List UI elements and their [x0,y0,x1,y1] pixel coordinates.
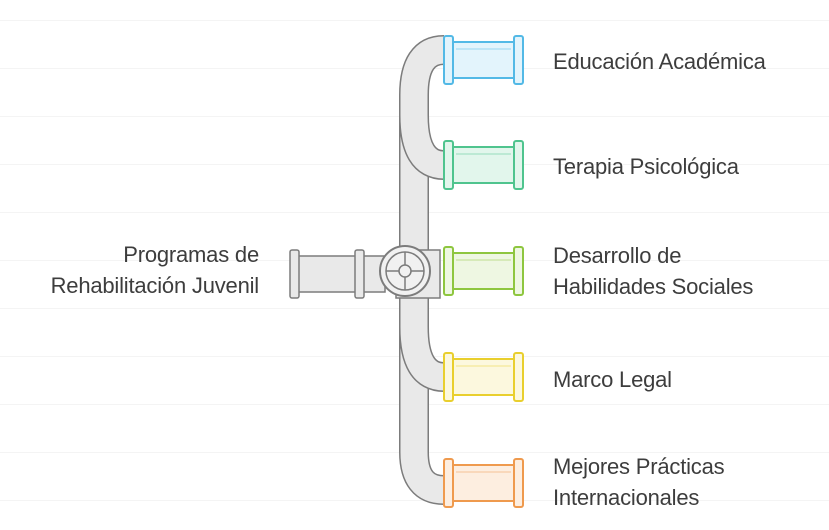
outlet-pipe-body [443,358,521,396]
outlet-flange-right [513,246,524,296]
trunk-pipe [400,36,446,504]
outlet-pipe-body [443,464,521,502]
outlet-pipe-body [443,41,521,79]
source-label: Programas de Rehabilitación Juvenil [50,239,260,301]
outlet-pipe-5 [443,458,524,508]
outlet-flange-left [443,352,454,402]
outlet-pipe-body [443,252,521,290]
outlet-pipe-4 [443,352,524,402]
branch-label-line1: Marco Legal [553,367,672,392]
branch-label-line2: Internacionales [553,485,700,510]
source-label-line2: Rehabilitación Juvenil [50,273,260,298]
pipe-network [289,35,446,505]
source-label-line1: Programas de [123,242,259,267]
outlet-flange-left [443,246,454,296]
branch-label-mejores-practicas: Mejores Prácticas Internacionales [553,451,725,513]
outlet-flange-right [513,352,524,402]
outlet-flange-left [443,35,454,85]
outlet-flange-left [443,458,454,508]
branch-label-habilidades: Desarrollo de Habilidades Sociales [553,240,753,302]
branch-label-line1: Desarrollo de [553,243,682,268]
outlet-pipe-body [443,146,521,184]
outlet-pipe-1 [443,35,524,85]
outlet-flange-right [513,458,524,508]
valve-hub [398,264,412,278]
branch-label-line1: Terapia Psicológica [553,154,739,179]
branch-elbow [400,326,446,391]
outlet-pipe-3 [443,246,524,296]
branch-label-marco-legal: Marco Legal [553,364,672,395]
inlet-flange [354,249,365,299]
inlet-flange [289,249,300,299]
outlet-flange-left [443,140,454,190]
outlet-flange-right [513,140,524,190]
branch-label-line2: Habilidades Sociales [553,274,754,299]
valve-icon [379,245,441,299]
outlet-pipe-2 [443,140,524,190]
branch-label-terapia: Terapia Psicológica [553,151,739,182]
branch-label-line1: Mejores Prácticas [553,454,725,479]
outlet-pipes [443,35,524,508]
branch-label-line1: Educación Académica [553,49,766,74]
inlet-pipe [296,255,386,293]
branch-elbow [400,114,446,179]
outlet-flange-right [513,35,524,85]
branch-label-educacion: Educación Académica [553,46,766,77]
